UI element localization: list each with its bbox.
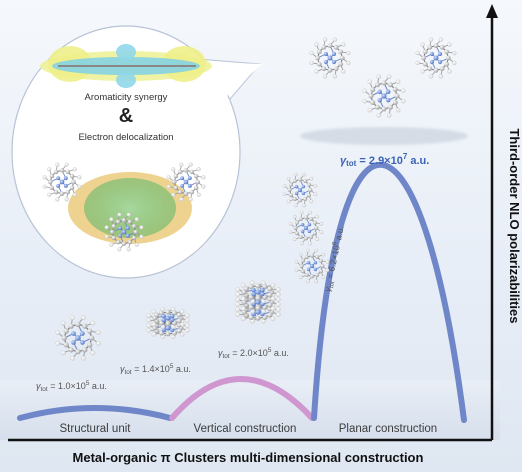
molecule-planar-trimer-right — [415, 37, 457, 79]
gamma-structural-unit: γtot = 1.0×105 a.u. — [36, 380, 107, 393]
axes — [8, 4, 498, 442]
molecule-planar-trimer-left — [309, 37, 351, 79]
molecule-planar-trimer-center — [362, 74, 406, 118]
y-axis-title: Third-order NLO polarizabilities — [507, 128, 522, 323]
callout-bubble: Aromaticity synergy & Electron delocaliz… — [11, 25, 262, 279]
curve-structural-unit — [17, 405, 173, 421]
gamma-vertical-2: γtot = 2.0×105 a.u. — [218, 347, 289, 360]
y-axis-arrow-icon — [486, 4, 498, 18]
gamma-vertical-1: γtot = 1.4×105 a.u. — [120, 363, 191, 376]
molecule-planar-chain-2 — [288, 210, 324, 246]
curve-vertical-construction — [169, 376, 315, 421]
callout-ampersand: & — [119, 105, 133, 127]
trimer-shadow — [300, 127, 468, 145]
molecule-models — [55, 37, 468, 361]
construction-curves — [17, 161, 467, 423]
molecule-vertical-stack-a2 — [146, 307, 190, 329]
molecule-structural-unit — [55, 315, 101, 361]
molecule-vertical-stack-b3 — [235, 280, 281, 304]
callout-molecule-right — [166, 162, 206, 202]
green-delocalization-blob — [84, 178, 176, 238]
curve-planar-construction — [311, 161, 467, 423]
gamma-planar-2: γtot = 2.9×107 a.u. — [340, 152, 429, 168]
callout-molecule-bottom — [104, 212, 144, 252]
isosurface-molecule — [40, 44, 212, 88]
molecule-planar-chain-1 — [282, 172, 318, 208]
callout-molecule-left — [42, 162, 82, 202]
stage-label-structural-unit: Structural unit — [60, 423, 132, 435]
stage-label-vertical-construction: Vertical construction — [194, 423, 297, 435]
stage-label-planar-construction: Planar construction — [339, 423, 437, 435]
callout-line2: Electron delocalization — [78, 132, 173, 143]
x-axis-title: Metal-organic π Clusters multi-dimension… — [73, 450, 424, 465]
molecule-planar-chain-3 — [294, 248, 330, 284]
callout-line1: Aromaticity synergy — [85, 92, 168, 103]
